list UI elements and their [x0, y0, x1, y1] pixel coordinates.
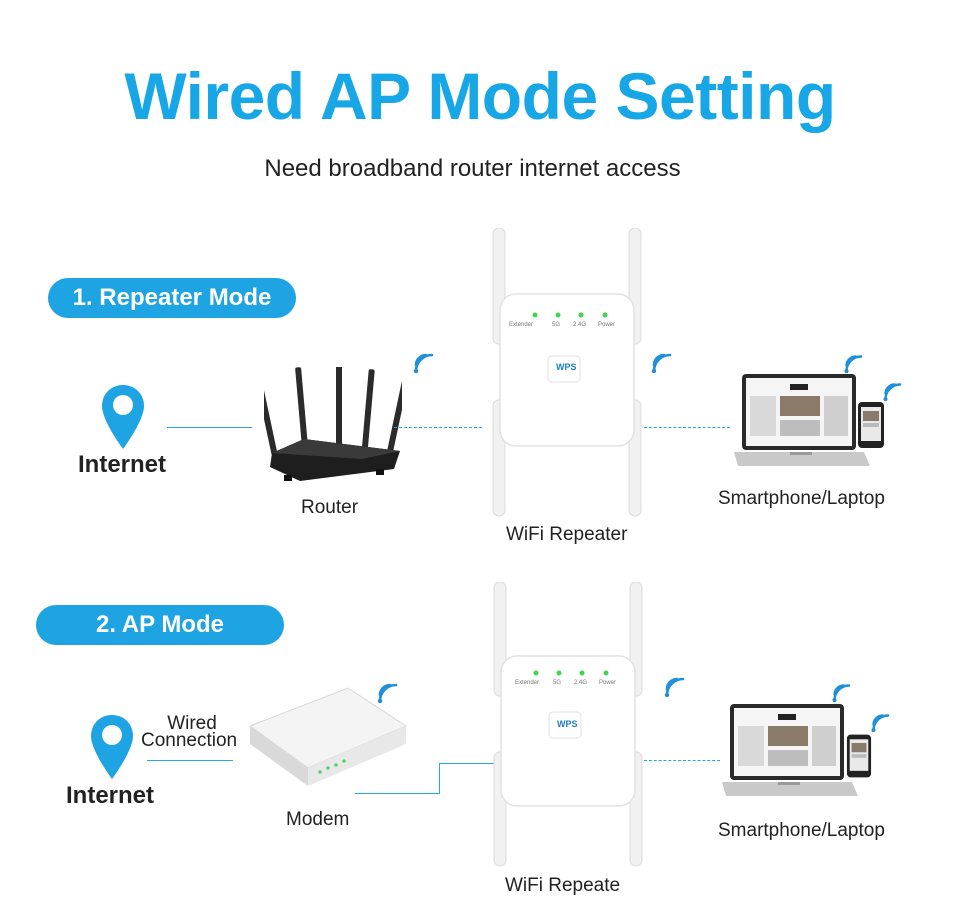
wired-connection-label: Wired	[166, 713, 218, 734]
led-label-24g: 2.4G	[574, 680, 588, 686]
modem-label: Modem	[286, 809, 350, 830]
page-subtitle: Need broadband router internet access	[264, 155, 681, 182]
wps-button: WPS	[556, 362, 577, 372]
wired-connection-label-2: Connection	[141, 730, 238, 751]
internet-modem-link	[147, 760, 233, 761]
internet-label: Internet	[66, 782, 155, 809]
modem-repeater-link-vertical	[439, 763, 440, 794]
repeater-device-link	[644, 760, 720, 761]
repeater-label: WiFi Repeater	[506, 524, 628, 545]
router-repeater-link	[394, 427, 482, 428]
wifi-signal-icon	[410, 349, 434, 373]
led-label-5g: 5G	[553, 680, 562, 686]
led-label-5g: 5G	[552, 322, 561, 328]
router-icon	[264, 367, 402, 489]
wifi-signal-icon	[841, 351, 863, 373]
smartphone-icon	[857, 401, 885, 449]
wifi-signal-icon	[648, 349, 672, 373]
modem-icon	[248, 686, 408, 788]
wifi-repeater-device	[489, 582, 647, 868]
led-label-power: Power	[599, 680, 617, 686]
modem-repeater-link-top	[439, 763, 499, 764]
page-title: Wired AP Mode Setting	[124, 59, 836, 133]
wifi-repeater-device	[488, 228, 646, 518]
led-label-extender: Extender	[515, 680, 540, 686]
wifi-signal-icon	[829, 680, 851, 702]
router-label: Router	[301, 497, 359, 518]
led-label-power: Power	[598, 322, 616, 328]
led-label-24g: 2.4G	[573, 322, 587, 328]
led-label-extender: Extender	[509, 322, 534, 328]
internet-label: Internet	[78, 451, 167, 478]
repeater-mode-badge: 1. Repeater Mode	[48, 278, 296, 318]
location-pin-icon	[100, 383, 146, 451]
wired-label-line1: Wired	[167, 713, 217, 734]
wifi-signal-icon	[868, 710, 890, 732]
smartphone-icon	[846, 733, 872, 779]
wps-button: WPS	[557, 719, 578, 729]
repeater-device-link	[644, 427, 730, 428]
wifi-signal-icon	[880, 379, 902, 401]
laptop-icon	[734, 372, 884, 470]
repeater-label: WiFi Repeate	[505, 875, 621, 896]
wifi-signal-icon	[661, 673, 685, 697]
wifi-signal-icon	[374, 679, 398, 703]
devices-label: Smartphone/Laptop	[718, 488, 885, 509]
laptop-icon	[722, 702, 872, 800]
location-pin-icon	[89, 713, 135, 781]
ap-mode-badge: 2. AP Mode	[36, 605, 284, 645]
devices-label: Smartphone/Laptop	[718, 820, 885, 841]
modem-repeater-link	[355, 793, 439, 794]
internet-link-line	[167, 427, 252, 428]
